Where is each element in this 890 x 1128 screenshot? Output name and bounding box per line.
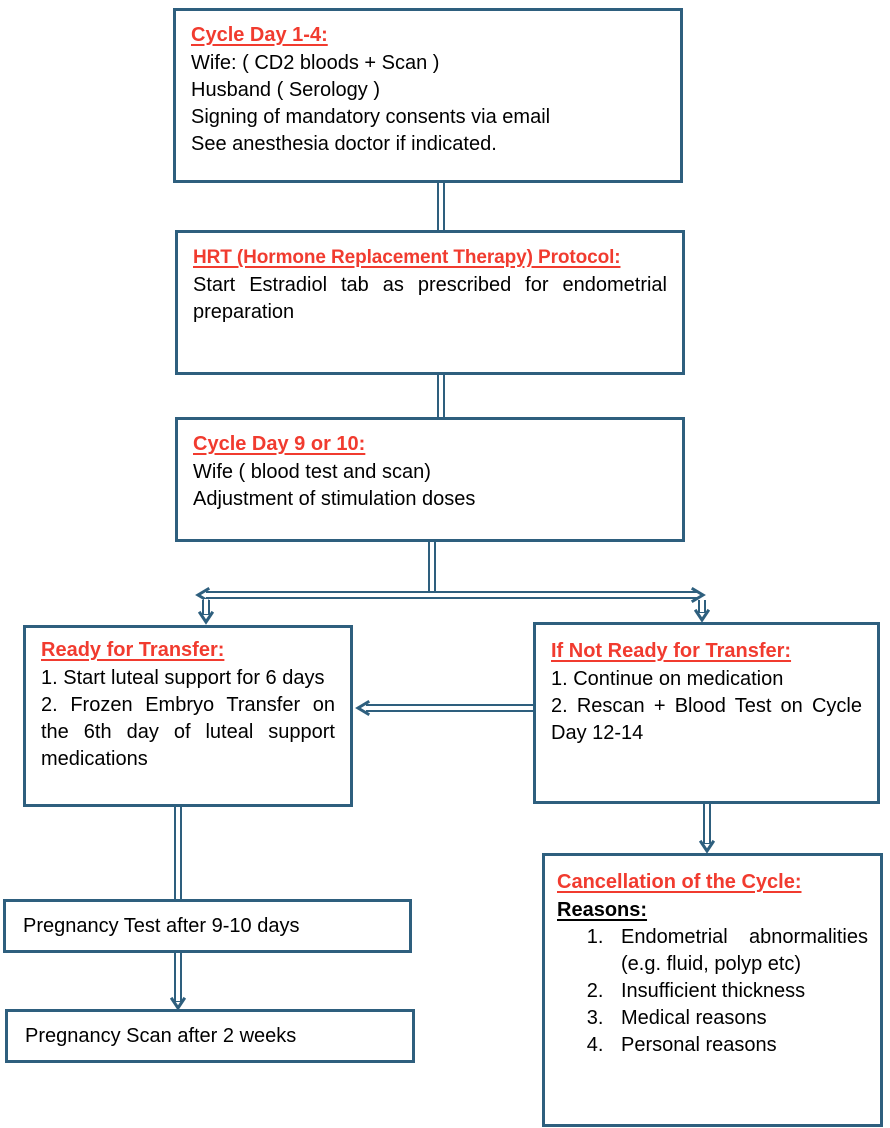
connector-pregtest-to-pregscan: [169, 951, 187, 1011]
ready-for-transfer-title: Ready for Transfer:: [41, 639, 225, 661]
pregnancy-scan-box: Pregnancy Scan after 2 weeks: [5, 1009, 415, 1063]
cancellation-title: Cancellation of the Cycle:: [557, 871, 802, 893]
cycle-day-1-4-title: Cycle Day 1-4:: [191, 24, 328, 46]
text-line: 1. Start luteal support for 6 days: [41, 667, 325, 689]
hrt-protocol-title: HRT (Hormone Replacement Therapy) Protoc…: [193, 247, 621, 268]
connector-split-bar: [195, 586, 706, 604]
cycle-day-9-10-body: Wife ( blood test and scan) Adjustment of…: [193, 459, 667, 513]
text-line: 1. Continue on medication: [551, 668, 784, 690]
if-not-ready-for-transfer-box: If Not Ready for Transfer: 1. Continue o…: [533, 622, 880, 804]
ready-for-transfer-box: Ready for Transfer: 1. Start luteal supp…: [23, 625, 353, 807]
pregnancy-test-label: Pregnancy Test after 9-10 days: [23, 914, 300, 937]
text-line: 2. Frozen Embryo Transfer on the 6th day…: [41, 694, 335, 770]
hrt-protocol-box: HRT (Hormone Replacement Therapy) Protoc…: [175, 230, 685, 375]
cycle-day-1-4-body: Wife: ( CD2 bloods + Scan ) Husband ( Ser…: [191, 50, 665, 158]
text-line: Signing of mandatory consents via email: [191, 106, 551, 128]
connector-notready-to-cancel: [698, 802, 716, 854]
cancellation-reason: Medical reasons: [609, 1005, 868, 1032]
hrt-protocol-body: Start Estradiol tab as prescribed for en…: [193, 272, 667, 326]
cycle-day-9-10-title: Cycle Day 9 or 10:: [193, 433, 366, 455]
pregnancy-test-box: Pregnancy Test after 9-10 days: [3, 899, 412, 953]
text-line: Adjustment of stimulation doses: [193, 488, 476, 510]
cancellation-reasons-heading: Reasons:: [557, 899, 648, 921]
text-line: 2. Rescan + Blood Test on Cycle Day 12-1…: [551, 695, 862, 744]
connector-notready-to-ready: [355, 699, 534, 717]
cancellation-box: Cancellation of the Cycle: Reasons: Endo…: [542, 853, 883, 1127]
text-line: Start Estradiol tab as prescribed for en…: [193, 274, 667, 323]
text-line: Husband ( Serology ): [191, 79, 380, 101]
cancellation-reasons-list: Endometrial abnormalities (e.g. fluid, p…: [557, 924, 868, 1059]
cycle-day-9-10-box: Cycle Day 9 or 10: Wife ( blood test and…: [175, 417, 685, 542]
cancellation-reason: Endometrial abnormalities (e.g. fluid, p…: [609, 924, 868, 978]
text-line: Wife ( blood test and scan): [193, 461, 431, 483]
ready-for-transfer-body: 1. Start luteal support for 6 days 2. Fro…: [41, 665, 335, 773]
text-line: See anesthesia doctor if indicated.: [191, 133, 497, 155]
cancellation-reason: Insufficient thickness: [609, 978, 868, 1005]
connector-drop-left: [197, 599, 215, 625]
cancellation-reason: Personal reasons: [609, 1032, 868, 1059]
cycle-day-1-4-box: Cycle Day 1-4: Wife: ( CD2 bloods + Scan…: [173, 8, 683, 183]
connector-drop-right: [693, 599, 711, 623]
if-not-ready-title: If Not Ready for Transfer:: [551, 640, 792, 662]
if-not-ready-body: 1. Continue on medication 2. Rescan + Blo…: [551, 666, 862, 747]
pregnancy-scan-label: Pregnancy Scan after 2 weeks: [25, 1024, 297, 1047]
text-line: Wife: ( CD2 bloods + Scan ): [191, 52, 440, 74]
